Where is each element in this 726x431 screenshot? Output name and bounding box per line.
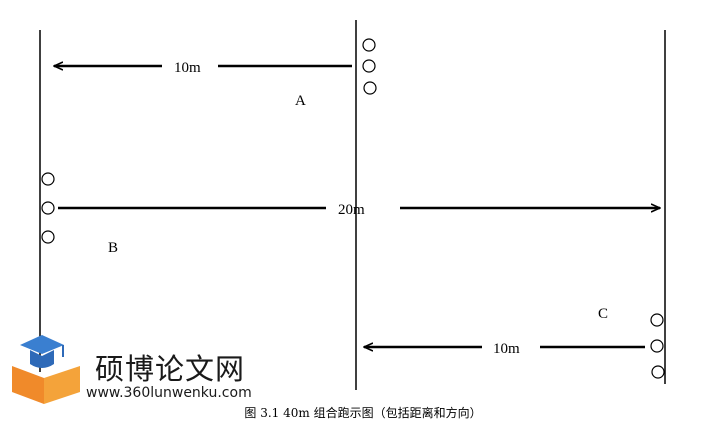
runner-circle-c3 xyxy=(651,365,665,379)
watermark-site-url: www.360lunwenku.com xyxy=(86,385,252,401)
distance-bottom-label: 10m xyxy=(493,341,520,357)
distance-middle-label: 20m xyxy=(338,202,365,218)
runner-circle-a1 xyxy=(362,38,376,52)
runner-circle-b2 xyxy=(41,201,55,215)
group-c-label: C xyxy=(598,306,608,322)
runner-circle-b3 xyxy=(41,230,55,244)
figure-caption: 图 3.1 40m 组合跑示图（包括距离和方向） xyxy=(244,406,482,420)
runner-circle-c2 xyxy=(650,339,664,353)
group-a-label: A xyxy=(295,93,306,109)
runner-circle-a2 xyxy=(362,59,376,73)
runner-circle-c1 xyxy=(650,313,664,327)
watermark-site-name: 硕博论文网 xyxy=(95,352,246,386)
group-b-label: B xyxy=(108,240,118,256)
runner-circle-b1 xyxy=(41,172,55,186)
runner-circle-a3 xyxy=(363,81,377,95)
distance-top-label: 10m xyxy=(174,60,201,76)
graduation-cap-logo-icon xyxy=(12,335,80,404)
